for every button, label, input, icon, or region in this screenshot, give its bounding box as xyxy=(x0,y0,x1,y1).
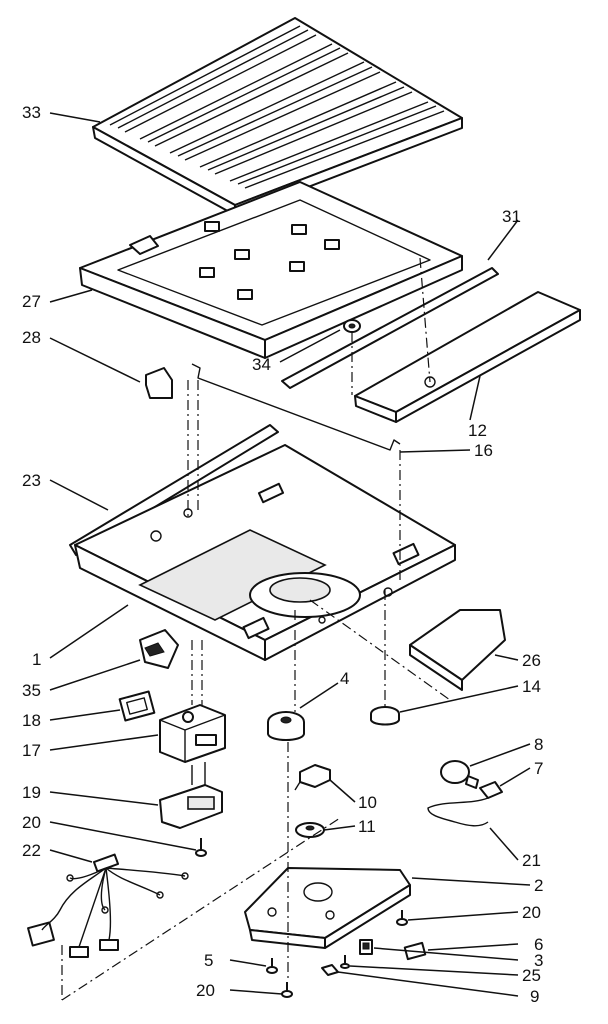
gasket-part xyxy=(118,690,156,722)
callout-18: 18 xyxy=(22,711,41,730)
screw-part xyxy=(195,838,207,857)
callout-21: 21 xyxy=(522,851,541,870)
callout-20-lower: 20 xyxy=(196,981,215,1000)
callout-8: 8 xyxy=(534,735,543,754)
callout-labels: 33 31 27 28 34 12 16 23 1 26 35 4 14 18 … xyxy=(22,103,543,1006)
callout-4: 4 xyxy=(340,669,349,688)
callout-5: 5 xyxy=(204,951,213,970)
wire-rod-part xyxy=(191,363,401,451)
callout-23: 23 xyxy=(22,471,41,490)
callout-25: 25 xyxy=(522,966,541,985)
thermostat-part xyxy=(294,764,331,791)
assembly-lines xyxy=(61,257,451,1001)
wiring-harness-part xyxy=(27,853,189,958)
knob-part xyxy=(267,711,305,741)
light-socket-part xyxy=(479,781,503,799)
screw-part xyxy=(266,958,278,974)
callout-16: 16 xyxy=(474,441,493,460)
connector-part xyxy=(359,939,373,955)
foot-part xyxy=(370,706,400,726)
rail-part xyxy=(354,291,581,423)
callout-19: 19 xyxy=(22,783,41,802)
control-housing-part xyxy=(159,704,226,763)
callout-3: 3 xyxy=(534,951,543,970)
callout-26: 26 xyxy=(522,651,541,670)
callout-17: 17 xyxy=(22,741,41,760)
screw-part xyxy=(281,982,293,998)
callout-31: 31 xyxy=(502,207,521,226)
callout-2: 2 xyxy=(534,876,543,895)
small-block-part xyxy=(145,367,173,399)
callout-22: 22 xyxy=(22,841,41,860)
callout-9: 9 xyxy=(530,987,539,1006)
socket-wire-part xyxy=(427,797,489,827)
light-bulb-part xyxy=(440,760,479,789)
callout-11: 11 xyxy=(358,817,376,836)
callout-35: 35 xyxy=(22,681,41,700)
callout-10: 10 xyxy=(358,793,377,812)
callout-34: 34 xyxy=(252,355,271,374)
bottom-housing-part xyxy=(244,867,411,949)
shelf-frame-part xyxy=(79,181,463,359)
callout-27: 27 xyxy=(22,292,41,311)
grille-cover-part xyxy=(92,17,463,216)
callout-20-upper: 20 xyxy=(22,813,41,832)
callout-12: 12 xyxy=(468,421,487,440)
callout-20-right: 20 xyxy=(522,903,541,922)
cap-part xyxy=(321,964,339,976)
leader-lines xyxy=(49,112,531,997)
callout-1: 1 xyxy=(32,650,41,669)
callout-33: 33 xyxy=(22,103,41,122)
callout-14: 14 xyxy=(522,677,541,696)
callout-6: 6 xyxy=(534,935,543,954)
main-pan-part xyxy=(74,444,456,661)
bracket-part xyxy=(139,629,179,669)
grommet-part xyxy=(343,319,361,333)
screw-part xyxy=(396,910,408,926)
gasket-inner xyxy=(126,697,148,715)
clip-part xyxy=(340,955,350,969)
control-bracket-part xyxy=(159,762,223,829)
rod-part xyxy=(281,267,499,389)
wedge-part xyxy=(409,609,506,691)
callout-28: 28 xyxy=(22,328,41,347)
dial-part xyxy=(295,822,325,838)
callout-7: 7 xyxy=(534,759,543,778)
